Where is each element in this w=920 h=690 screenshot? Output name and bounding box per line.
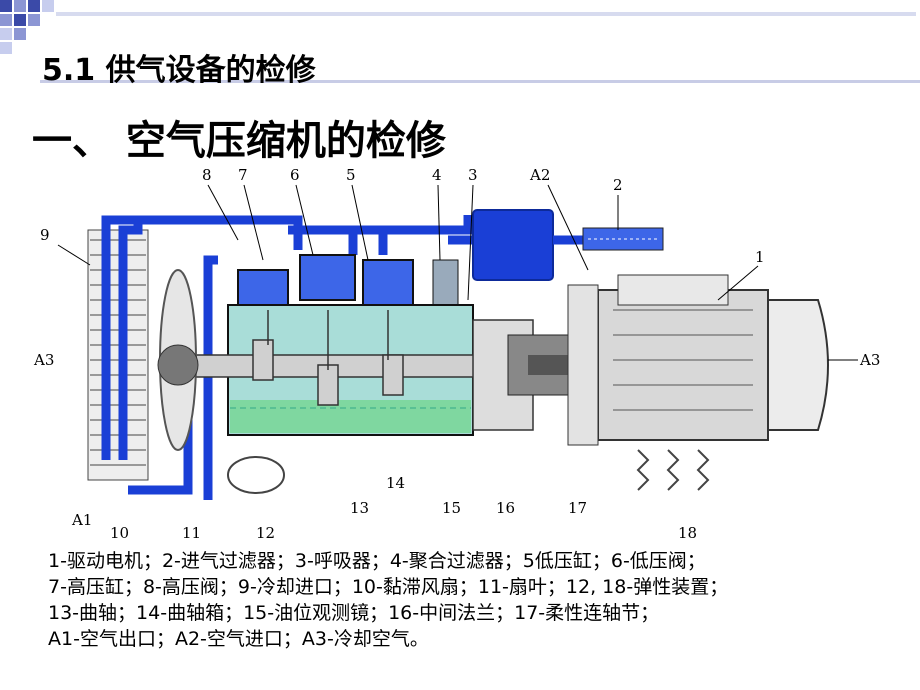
intake-filter-box (472, 209, 554, 281)
svg-text:11: 11 (182, 524, 201, 540)
callout-labels: 8 7 6 5 4 3 A2 2 9 1 A3 A3 A1 10 11 12 1… (33, 166, 880, 540)
svg-text:18: 18 (678, 524, 697, 540)
svg-text:A3: A3 (33, 351, 54, 369)
svg-text:5: 5 (346, 166, 356, 184)
legend-line: A1-空气出口；A2-空气进口；A3-冷却空气。 (48, 628, 429, 650)
svg-text:9: 9 (40, 226, 50, 244)
svg-text:15: 15 (442, 499, 461, 517)
svg-text:1: 1 (755, 248, 765, 266)
svg-text:16: 16 (496, 499, 515, 517)
svg-text:10: 10 (110, 524, 129, 540)
svg-text:A3: A3 (859, 351, 880, 369)
radiator (87, 229, 149, 481)
drive-motor (567, 274, 829, 446)
title-underline (40, 80, 920, 83)
svg-text:6: 6 (290, 166, 300, 184)
intake-filter (582, 227, 664, 251)
svg-text:2: 2 (613, 176, 623, 194)
legend-line: 7-高压缸；8-高压阀；9-冷却进口；10-黏滞风扇；11-扇叶；12, 18-… (48, 576, 729, 598)
svg-text:A2: A2 (529, 166, 550, 184)
crankshaft (187, 310, 489, 406)
svg-text:7: 7 (238, 166, 248, 184)
svg-text:3: 3 (468, 166, 478, 184)
svg-text:17: 17 (568, 499, 587, 517)
page-heading: 一、 空气压缩机的检修 (32, 118, 446, 164)
svg-text:A1: A1 (71, 511, 92, 529)
svg-text:12: 12 (256, 524, 275, 540)
legend-line: 13-曲轴；14-曲轴箱；15-油位观测镜；16-中间法兰；17-柔性连轴节； (48, 602, 660, 624)
svg-text:4: 4 (432, 166, 442, 184)
legend-line: 1-驱动电机；2-进气过滤器；3-呼吸器；4-聚合过滤器；5低压缸；6-低压阀； (48, 550, 706, 572)
svg-text:13: 13 (350, 499, 369, 517)
svg-text:8: 8 (202, 166, 212, 184)
legend: 1-驱动电机；2-进气过滤器；3-呼吸器；4-聚合过滤器；5低压缸；6-低压阀；… (48, 548, 908, 652)
svg-text:14: 14 (386, 474, 405, 492)
oil-sump (230, 400, 471, 433)
elastic-mounts (227, 449, 710, 494)
corner-decoration (0, 0, 916, 54)
compressor-diagram: 8 7 6 5 4 3 A2 2 9 1 A3 A3 A1 10 11 12 1… (33, 166, 880, 540)
section-title: 5.1 供气设备的检修 (42, 53, 316, 88)
